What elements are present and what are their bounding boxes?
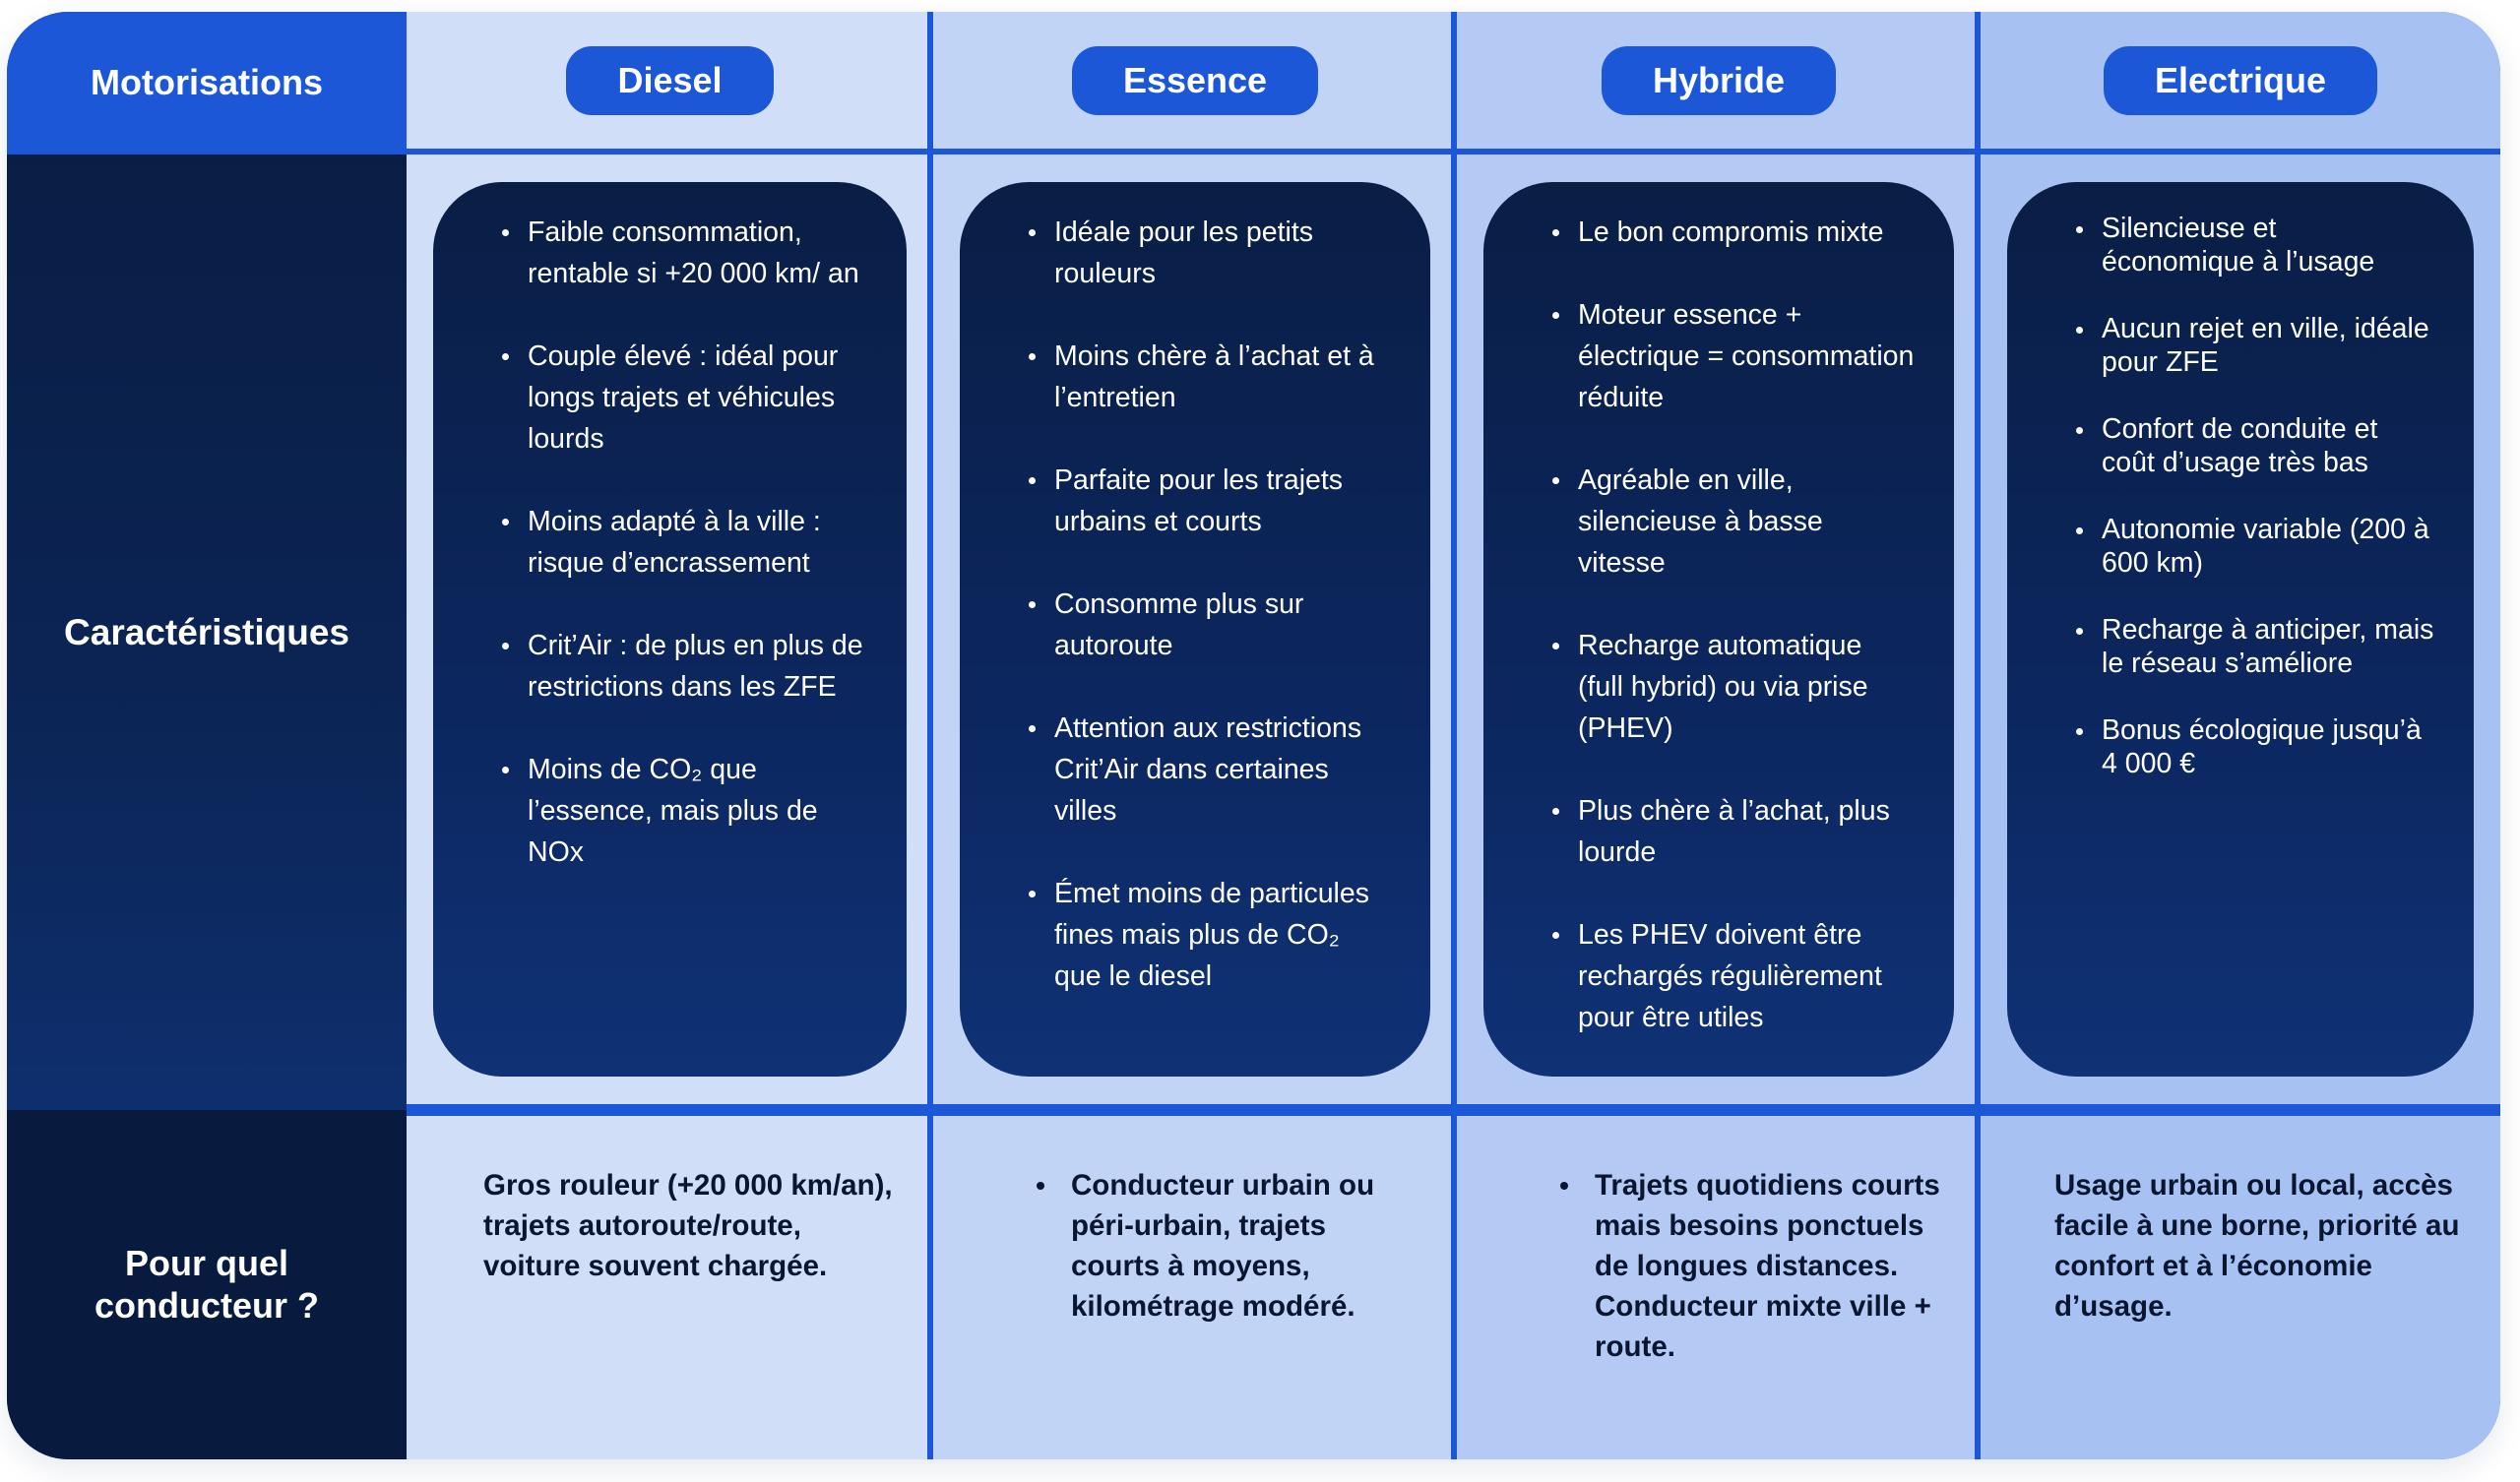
bullet-icon [1560,1182,1568,1190]
characteristic-item: Attention aux restrictions Crit’Air dans… [1029,708,1391,832]
column-header-essence: Essence [933,12,1457,149]
caracteristiques-label: Caractéristiques [64,611,349,652]
driver-description: Usage urbain ou local, accès facile à un… [2054,1169,2460,1323]
driver-description: Trajets quotidiens courts mais besoins p… [1595,1169,1940,1363]
essence-driver-text: Conducteur urbain ou péri-urbain, trajet… [1032,1165,1418,1327]
diesel-driver-text: Gros rouleur (+20 000 km/an), trajets au… [483,1165,894,1286]
hybride-driver-cell: Trajets quotidiens courts mais besoins p… [1457,1116,1981,1459]
diesel-badge: Diesel [566,45,774,115]
characteristic-item: Émet moins de particules fines mais plus… [1029,873,1391,997]
column-header-diesel: Diesel [407,12,933,149]
characteristic-item: Agréable en ville, silencieuse à basse v… [1552,460,1915,584]
column-divider [1975,12,1981,1459]
characteristic-item: Confort de conduite et coût d’usage très… [2076,412,2434,479]
bullet-icon [1037,1182,1044,1190]
diesel-characteristics-cell: Faible consommation, rentable si +20 000… [407,154,933,1104]
electrique-badge: Electrique [2103,45,2378,115]
characteristic-item: Crit’Air : de plus en plus de restrictio… [502,625,867,708]
hybride-badge: Hybride [1601,45,1837,115]
diesel-driver-cell: Gros rouleur (+20 000 km/an), trajets au… [407,1116,933,1459]
characteristic-item: Faible consommation, rentable si +20 000… [502,212,867,294]
motorisations-label: Motorisations [90,62,323,103]
column-header-hybride: Hybride [1457,12,1981,149]
characteristic-item: Silencieuse et économique à l’usage [2076,212,2434,278]
row-header-pour-quel-conducteur: Pour quel conducteur ? [7,1110,407,1459]
characteristic-item: Moins chère à l’achat et à l’entretien [1029,336,1391,418]
characteristic-item: Les PHEV doivent être rechargés régulièr… [1552,914,1915,1038]
characteristic-item: Idéale pour les petits rouleurs [1029,212,1391,294]
characteristic-item: Bonus écologique jusqu’à 4 000 € [2076,713,2434,780]
electrique-driver-text: Usage urbain ou local, accès facile à un… [2054,1165,2461,1327]
characteristic-item: Aucun rejet en ville, idéale pour ZFE [2076,312,2434,379]
characteristic-item: Recharge automatique (full hybrid) ou vi… [1552,625,1915,749]
characteristic-item: Couple élevé : idéal pour longs trajets … [502,336,867,460]
driver-description: Conducteur urbain ou péri-urbain, trajet… [1071,1169,1375,1323]
characteristics-list: Faible consommation, rentable si +20 000… [502,212,867,914]
diesel-characteristics-card: Faible consommation, rentable si +20 000… [433,182,907,1077]
driver-description: Gros rouleur (+20 000 km/an), trajets au… [483,1169,893,1282]
characteristic-item: Le bon compromis mixte [1552,212,1915,253]
motorisation-comparison-table: Motorisations Caractéristiques Pour quel… [7,12,2500,1459]
characteristic-item: Moteur essence + électrique = consommati… [1552,294,1915,418]
column-header-electrique: Electrique [1981,12,2500,149]
row-header-motorisations: Motorisations [7,12,407,154]
electrique-driver-cell: Usage urbain ou local, accès facile à un… [1981,1116,2500,1459]
characteristic-item: Moins de CO₂ que l’essence, mais plus de… [502,749,867,873]
characteristic-item: Autonomie variable (200 à 600 km) [2076,513,2434,580]
row-header-caracteristiques: Caractéristiques [7,154,407,1110]
row-divider [407,1110,2500,1116]
characteristic-item: Consomme plus sur autoroute [1029,584,1391,666]
essence-badge: Essence [1071,45,1319,115]
column-divider [927,12,933,1459]
pour-quel-conducteur-label: Pour quel conducteur ? [94,1243,319,1326]
hybride-driver-text: Trajets quotidiens courts mais besoins p… [1555,1165,1941,1367]
row-divider [407,149,2500,154]
characteristic-item: Parfaite pour les trajets urbains et cou… [1029,460,1391,542]
characteristic-item: Plus chère à l’achat, plus lourde [1552,790,1915,873]
characteristic-item: Recharge à anticiper, mais le réseau s’a… [2076,613,2434,680]
column-divider [1451,12,1457,1459]
characteristic-item: Moins adapté à la ville : risque d’encra… [502,501,867,584]
essence-driver-cell: Conducteur urbain ou péri-urbain, trajet… [933,1116,1457,1459]
